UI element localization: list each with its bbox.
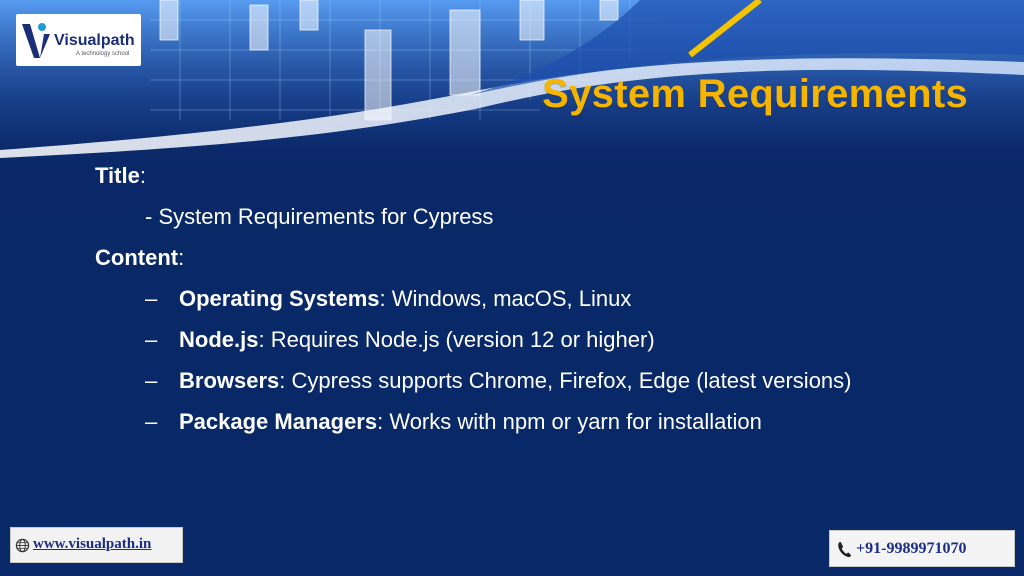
- bullet-text: : Requires Node.js (version 12 or higher…: [258, 327, 655, 352]
- bullet-item: –Package Managers: Works with npm or yar…: [95, 401, 852, 442]
- bullet-dash: –: [145, 409, 158, 434]
- website-url[interactable]: www.visualpath.in: [33, 536, 152, 552]
- bullet-item: –Operating Systems: Windows, macOS, Linu…: [95, 278, 852, 319]
- title-colon: :: [139, 163, 146, 188]
- globe-icon: [15, 538, 30, 553]
- bullet-term: Operating Systems: [179, 286, 380, 311]
- visualpath-logo: Visualpath A technology school: [16, 14, 141, 66]
- bullet-item: –Node.js: Requires Node.js (version 12 o…: [95, 319, 852, 360]
- title-value: - System Requirements for Cypress: [145, 204, 494, 229]
- bullet-dash: –: [145, 286, 158, 311]
- phone-icon: [838, 542, 852, 558]
- bullet-item: –Browsers: Cypress supports Chrome, Fire…: [95, 360, 852, 401]
- title-heading: Title:: [95, 155, 852, 196]
- bullet-dash: –: [145, 368, 158, 393]
- content-label: Content: [95, 245, 179, 270]
- bullet-text: : Works with npm or yarn for installatio…: [377, 409, 762, 434]
- logo-name: Visualpath: [54, 32, 135, 49]
- content-colon: :: [178, 245, 185, 270]
- logo-tagline: A technology school: [76, 51, 130, 57]
- title-label: Title: [95, 163, 140, 188]
- content-heading: Content:: [95, 237, 852, 278]
- bullet-term: Package Managers: [179, 409, 378, 434]
- bullet-dash: –: [145, 327, 158, 352]
- phone-number[interactable]: +91-9989971070: [856, 540, 967, 557]
- slide-content: Title: - System Requirements for Cypress…: [95, 155, 852, 442]
- visualpath-logo-mark-icon: [22, 23, 50, 58]
- bullet-term: Browsers: [179, 368, 280, 393]
- bullet-term: Node.js: [179, 327, 259, 352]
- bullet-text: : Windows, macOS, Linux: [379, 286, 632, 311]
- phone-contact[interactable]: +91-9989971070: [829, 530, 1015, 567]
- website-link[interactable]: www.visualpath.in: [10, 527, 183, 563]
- bullet-text: : Cypress supports Chrome, Firefox, Edge…: [279, 368, 852, 393]
- slide-title: System Requirements: [542, 72, 968, 116]
